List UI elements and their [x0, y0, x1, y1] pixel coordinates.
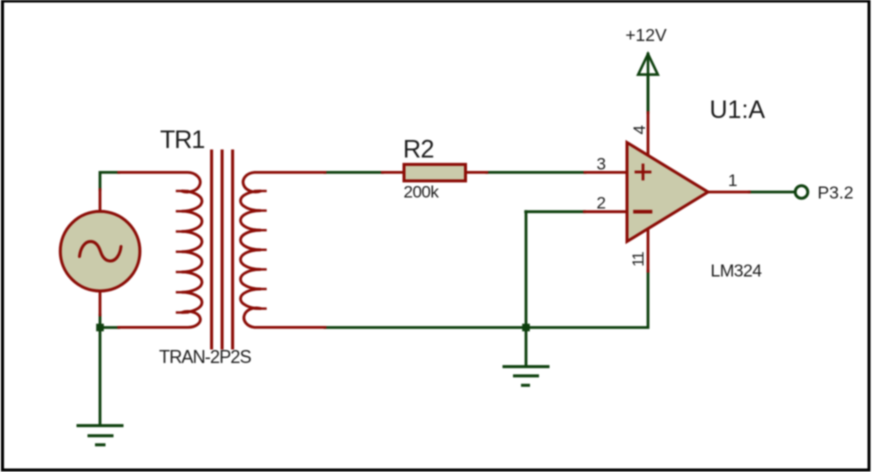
svg-text:1: 1: [728, 171, 737, 190]
svg-text:+12V: +12V: [625, 25, 667, 45]
svg-text:3: 3: [597, 155, 606, 174]
svg-text:4: 4: [630, 125, 649, 134]
svg-text:TR1: TR1: [160, 126, 204, 154]
svg-text:P3.2: P3.2: [818, 183, 854, 203]
svg-text:U1:A: U1:A: [710, 96, 766, 124]
svg-text:LM324: LM324: [711, 261, 763, 281]
svg-text:200k: 200k: [404, 183, 440, 202]
svg-text:TRAN-2P2S: TRAN-2P2S: [159, 347, 252, 367]
svg-text:2: 2: [597, 194, 606, 213]
svg-text:R2: R2: [403, 136, 434, 164]
svg-text:11: 11: [631, 251, 648, 267]
